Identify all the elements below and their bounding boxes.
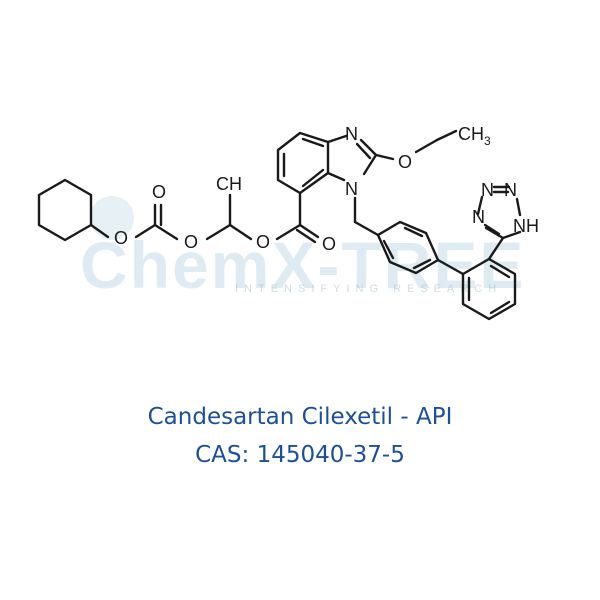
watermark: ChemX-TREE INTENSIFYING RESEARCH [80, 196, 525, 302]
atom-o-carbonyl-carbonate: O [152, 182, 166, 202]
ch3-main: CH [458, 124, 484, 144]
atom-o-ester-carboxyl: O [256, 232, 270, 252]
atom-n-tetrazole-a: N [472, 207, 485, 227]
atom-n-tetrazole-c: N [504, 180, 517, 200]
bonds [37, 129, 522, 321]
atom-o-ester-carbonate: O [184, 232, 198, 252]
atom-methyl-label: CH [216, 174, 242, 194]
cas-number: CAS: 145040-37-5 [195, 442, 405, 468]
watermark-brand: ChemX-TREE [80, 228, 525, 302]
atom-n-imidazole-top: N [345, 124, 358, 144]
atom-labels: O O O CH O O N N O CH3 N N N NH [114, 124, 539, 254]
atom-o-ester-cyclohexyl: O [114, 228, 128, 248]
atom-n-imidazole-1: N [345, 179, 358, 199]
watermark-tagline: INTENSIFYING RESEARCH [235, 283, 502, 295]
watermark-logo-icon [90, 196, 134, 240]
compound-name: Candesartan Cilexetil - API [147, 404, 453, 430]
atom-nh-tetrazole: NH [513, 216, 539, 236]
atom-n-tetrazole-b: N [481, 180, 494, 200]
chemical-structure-diagram: ChemX-TREE INTENSIFYING RESEARCH [37, 124, 539, 321]
atom-o-carbonyl-carboxyl: O [322, 234, 336, 254]
ch3-subscript: 3 [484, 134, 491, 148]
atom-ch3-ethoxy: CH3 [458, 124, 491, 148]
atom-o-ethoxy: O [398, 152, 412, 172]
